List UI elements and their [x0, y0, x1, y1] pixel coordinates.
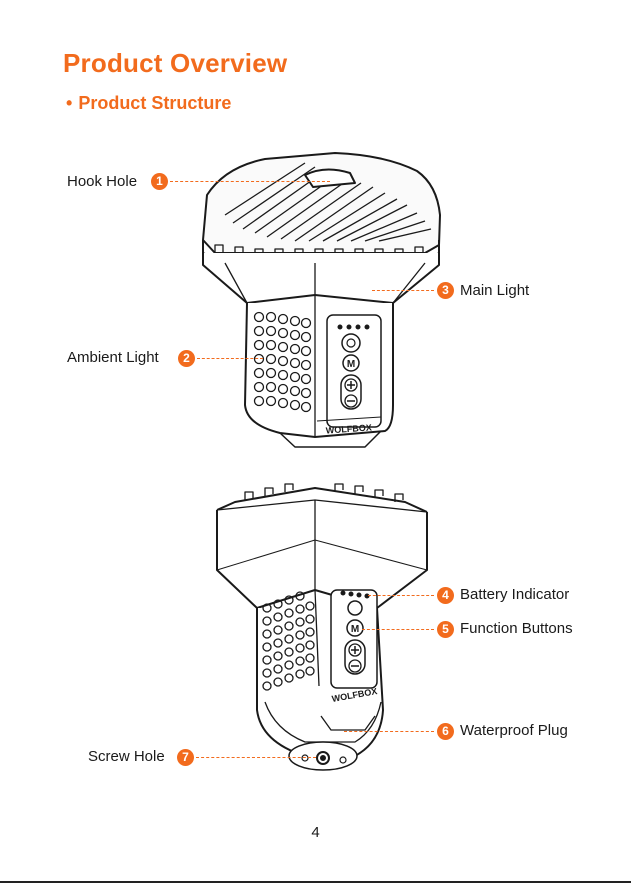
- page-title: Product Overview: [63, 48, 287, 79]
- callout-label-hook-hole: Hook Hole: [67, 173, 137, 190]
- mode-key-label-bottom: M: [351, 624, 359, 635]
- leader-line-4: [368, 595, 434, 596]
- callout-label-waterproof-plug: Waterproof Plug: [460, 722, 568, 739]
- callout-badge-7: 7: [177, 749, 194, 766]
- mode-key-label-top: M: [347, 359, 355, 370]
- callout-badge-1: 1: [151, 173, 168, 190]
- callout-label-ambient-light: Ambient Light: [67, 349, 159, 366]
- callout-label-function-buttons: Function Buttons: [460, 620, 573, 637]
- product-bottom-view: M WOLFBOX: [205, 480, 445, 780]
- leader-line-6: [344, 731, 434, 732]
- callout-label-main-light: Main Light: [460, 282, 529, 299]
- callout-label-battery-indicator: Battery Indicator: [460, 586, 569, 603]
- page-number: 4: [0, 824, 631, 841]
- leader-line-7: [196, 757, 316, 758]
- callout-badge-3: 3: [437, 282, 454, 299]
- callout-badge-2: 2: [178, 350, 195, 367]
- callout-badge-5: 5: [437, 621, 454, 638]
- callout-label-screw-hole: Screw Hole: [88, 748, 165, 765]
- callout-badge-4: 4: [437, 587, 454, 604]
- leader-line-1: [170, 181, 330, 182]
- callout-badge-6: 6: [437, 723, 454, 740]
- product-top-view: M WOLFBOX: [185, 135, 455, 455]
- leader-line-2: [197, 358, 263, 359]
- section-subtitle: • Product Structure: [66, 93, 231, 114]
- subtitle-text: Product Structure: [78, 93, 231, 113]
- leader-line-5: [362, 629, 434, 630]
- leader-line-3: [372, 290, 434, 291]
- bullet-icon: •: [66, 93, 72, 114]
